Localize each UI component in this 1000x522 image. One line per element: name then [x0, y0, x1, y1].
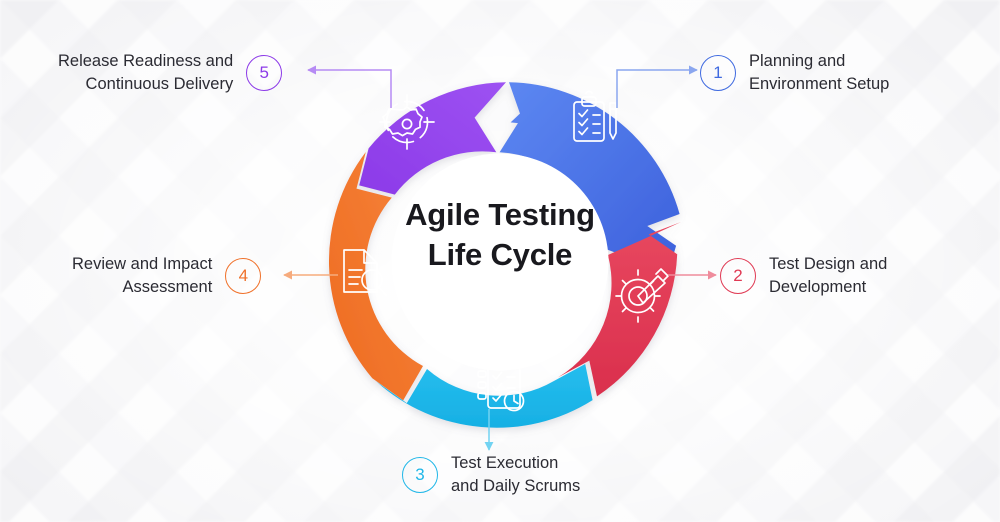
title-line-2: Life Cycle [427, 237, 573, 273]
step-label-3[interactable]: 3 Test Execution and Daily Scrums [402, 452, 580, 499]
step-number-3: 3 [402, 457, 438, 494]
step-text-1: Planning and Environment Setup [749, 52, 890, 94]
step-text-5: Release Readiness and Continuous Deliver… [58, 52, 234, 94]
step-label-4[interactable]: Review and Impact Assessment 4 [72, 253, 262, 300]
segment-1-planning-body[interactable] [499, 82, 680, 281]
gear-pencil-icon [615, 268, 669, 323]
step-number-4: 4 [225, 258, 262, 295]
gear-target-icon [379, 94, 435, 150]
step-number-1: 1 [700, 55, 736, 92]
segment-5-release-readiness[interactable] [359, 82, 506, 195]
segment-2-test-design[interactable] [558, 222, 681, 397]
step-number-5: 5 [246, 55, 283, 92]
title-line-1: Agile Testing [405, 197, 595, 232]
segment-3-test-execution[interactable] [376, 364, 593, 428]
step-text-4: Review and Impact Assessment [72, 255, 213, 297]
step-number-2: 2 [720, 258, 756, 295]
ring-inner-disc [391, 153, 609, 371]
segment-4-review-impact[interactable] [328, 152, 423, 401]
connector-step-5 [307, 65, 392, 108]
ring-segment-group [328, 82, 681, 428]
step-label-5[interactable]: Release Readiness and Continuous Deliver… [58, 50, 283, 97]
step-label-2[interactable]: 2 Test Design and Development [720, 253, 887, 300]
step-text-3: Test Execution and Daily Scrums [451, 454, 581, 496]
clipboard-checklist-pencil-icon [573, 90, 617, 142]
step-label-1[interactable]: 1 Planning and Environment Setup [700, 50, 889, 97]
step-text-2: Test Design and Development [769, 255, 888, 297]
page-title: Agile Testing Life Cycle [370, 195, 630, 276]
connector-step-1 [616, 65, 698, 108]
document-magnifier-icon [343, 249, 387, 296]
checklist-clock-icon [477, 366, 525, 412]
